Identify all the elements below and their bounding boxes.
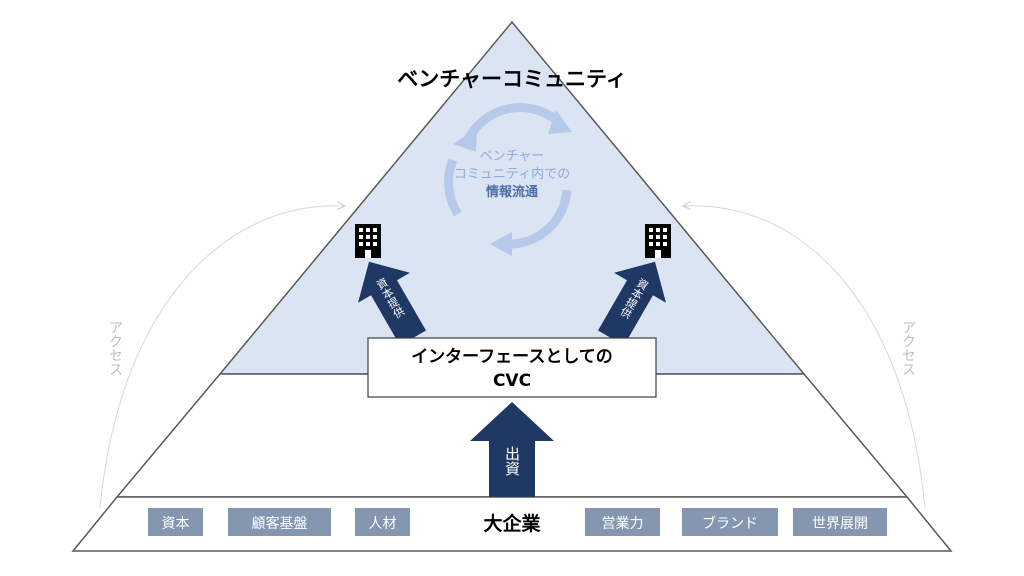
investment-arrow: 出資 (470, 402, 554, 497)
access-arc-right (683, 206, 926, 509)
cycle-arrows-icon (444, 103, 572, 256)
investment-label: 出資 (503, 446, 521, 476)
asset-chip-label: ブランド (702, 515, 758, 532)
asset-chip: 営業力 (585, 508, 660, 536)
interface-box-line1: インターフェースとしての (411, 347, 613, 367)
building-icon (645, 224, 671, 258)
cycle-text-line2: コミュニティ内での (454, 166, 570, 182)
interface-box-line2: CVC (493, 371, 531, 391)
community-title: ベンチャーコミュニティ (397, 67, 627, 91)
cycle-text-line1: ベンチャー (480, 149, 545, 164)
asset-chip-label: 世界展開 (812, 516, 868, 532)
asset-chip: 顧客基盤 (228, 508, 331, 536)
asset-chip-label: 顧客基盤 (252, 515, 308, 532)
building-icon (355, 224, 381, 258)
asset-chip-label: 資本 (162, 516, 190, 532)
cycle-text-line3: 情報流通 (486, 184, 538, 200)
base-title: 大企業 (483, 512, 541, 535)
access-arc-left (99, 206, 345, 509)
access-label-right: アクセス (900, 320, 916, 376)
interface-box: インターフェースとしての CVC (367, 337, 657, 398)
asset-chip: 資本 (148, 508, 203, 536)
access-label-left: アクセス (107, 320, 123, 376)
asset-chip: ブランド (682, 508, 778, 536)
asset-chip-label: 営業力 (602, 516, 644, 532)
asset-chip: 人材 (355, 508, 410, 536)
asset-chip: 世界展開 (793, 508, 887, 536)
asset-chip-label: 人材 (369, 516, 397, 532)
